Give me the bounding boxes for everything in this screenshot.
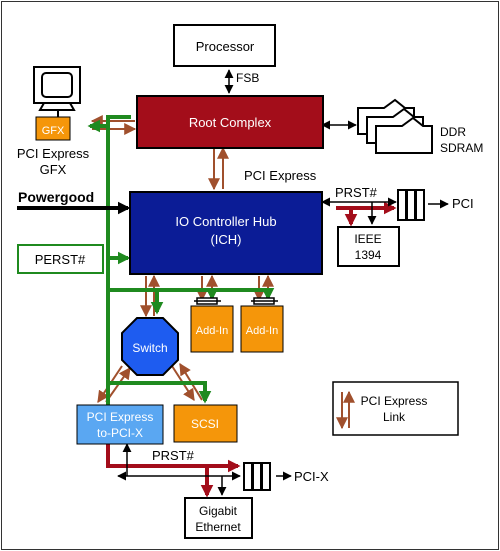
addin-2-label: Add-In <box>246 325 278 337</box>
pcie-gfx-label-line1: PCI Express <box>17 146 90 161</box>
pcie-label: PCI Express <box>244 168 317 183</box>
ieee1394-box <box>337 226 400 267</box>
ich-label-line2: (ICH) <box>210 232 241 247</box>
addin-connector-1 <box>194 297 221 305</box>
legend-box <box>332 381 459 436</box>
ddr-label-line2: SDRAM <box>440 141 483 155</box>
processor-box <box>173 24 276 67</box>
ich-box <box>129 191 323 275</box>
switch-label: Switch <box>132 341 167 355</box>
scsi-box <box>173 404 238 443</box>
ieee-label-line2: 1394 <box>355 248 382 262</box>
pcix-bus-link <box>117 443 292 496</box>
gbe-label-line1: Gigabit <box>199 504 238 518</box>
addin-card-1 <box>190 305 234 353</box>
fsb-label: FSB <box>236 71 259 85</box>
gbe-box <box>184 497 253 539</box>
addin-card-2 <box>240 305 284 353</box>
powergood-label: Powergood <box>18 189 94 205</box>
bridge-label-line2: to-PCI-X <box>97 426 143 440</box>
perst-label-box <box>17 244 104 274</box>
root-complex-label: Root Complex <box>189 115 272 130</box>
pcie-gfx-label-line2: GFX <box>40 162 67 177</box>
perst-signal <box>87 115 275 405</box>
legend-link-symbol <box>336 390 355 430</box>
bridge-label-line1: PCI Express <box>87 410 154 424</box>
ddr-label-line1: DDR <box>440 125 466 139</box>
addin-connector-2 <box>251 297 278 305</box>
addin-1-label: Add-In <box>196 325 228 337</box>
bridge-box <box>76 404 164 445</box>
switch-octagon <box>121 317 179 376</box>
processor-label: Processor <box>196 39 255 54</box>
pcix-label: PCI-X <box>294 469 329 484</box>
prst-top-label: PRST# <box>335 185 378 200</box>
monitor-icon <box>33 66 81 111</box>
ieee-label-line1: IEEE <box>354 232 381 246</box>
root-complex-box <box>136 95 324 149</box>
ddr-sdram-stack <box>357 98 433 154</box>
pci-bus-link <box>321 197 449 225</box>
ich-label-line1: IO Controller Hub <box>175 214 276 229</box>
pci-label: PCI <box>452 196 474 211</box>
legend-label-line1: PCI Express <box>361 394 428 408</box>
legend-label-line2: Link <box>383 410 406 424</box>
pcix-slot-icon <box>243 462 271 491</box>
gbe-label-line2: Ethernet <box>195 520 241 534</box>
prst-bottom-label: PRST# <box>152 448 195 463</box>
gfx-box <box>35 116 71 141</box>
scsi-label: SCSI <box>191 417 219 431</box>
perst-label: PERST# <box>35 252 86 267</box>
gfx-label: GFX <box>42 125 65 137</box>
pcie-link-rc-ich <box>208 146 229 191</box>
pci-slot-icon <box>397 189 425 221</box>
